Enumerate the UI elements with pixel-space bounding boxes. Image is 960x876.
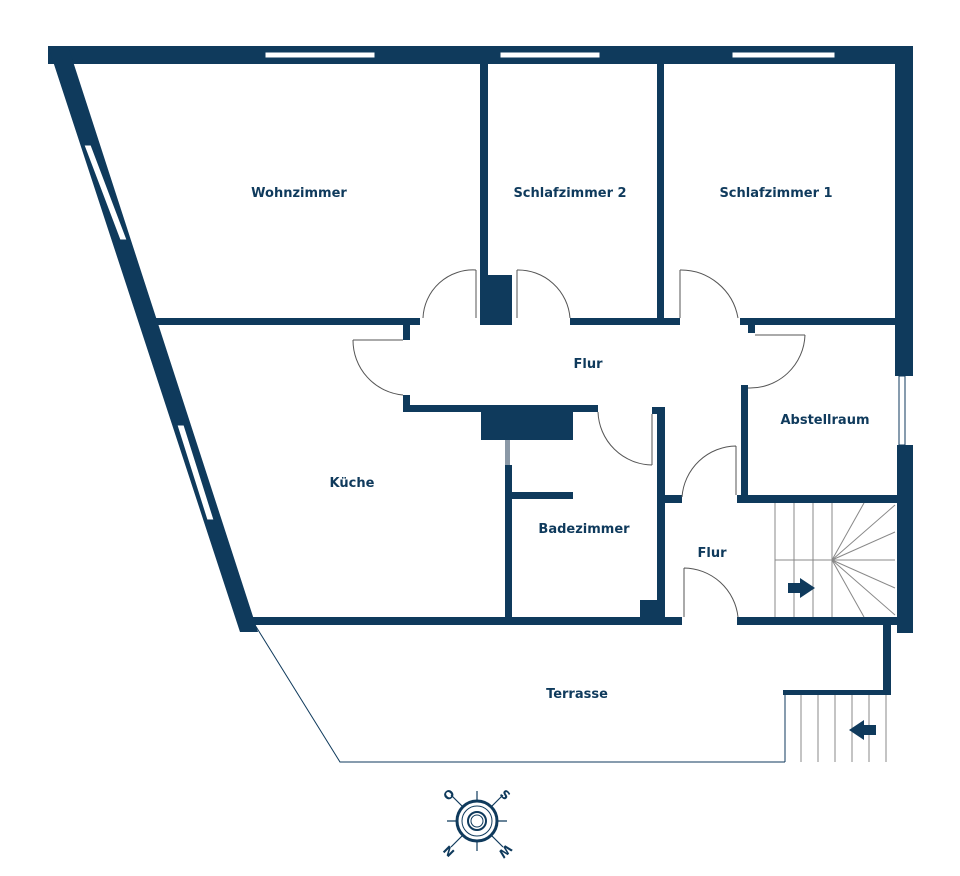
compass-w: W — [495, 841, 514, 860]
interior-staircase — [774, 502, 896, 618]
compass-n: N — [440, 842, 457, 859]
room-label-flur: Flur — [573, 357, 603, 372]
room-label-flur-2: Flur — [697, 546, 727, 561]
terrace-outline — [254, 624, 891, 763]
compass-icon: O S N W — [440, 786, 514, 860]
room-label-wohnzimmer: Wohnzimmer — [251, 186, 347, 201]
outer-walls — [48, 46, 913, 633]
room-label-kueche: Küche — [330, 476, 375, 491]
room-label-schlafzimmer-1: Schlafzimmer 1 — [719, 186, 832, 201]
doors — [352, 269, 806, 618]
room-label-terrasse: Terrasse — [546, 687, 608, 702]
stair-arrow-icon — [788, 578, 815, 598]
room-label-badezimmer: Badezimmer — [538, 522, 630, 537]
compass-o: O — [440, 786, 457, 803]
interior-walls — [155, 64, 913, 625]
compass-s: S — [497, 787, 513, 803]
room-label-abstellraum: Abstellraum — [780, 413, 869, 428]
room-label-schlafzimmer-2: Schlafzimmer 2 — [513, 186, 626, 201]
terrace-staircase — [800, 695, 887, 762]
stair-arrow-icon — [849, 720, 876, 740]
windows — [83, 51, 906, 625]
